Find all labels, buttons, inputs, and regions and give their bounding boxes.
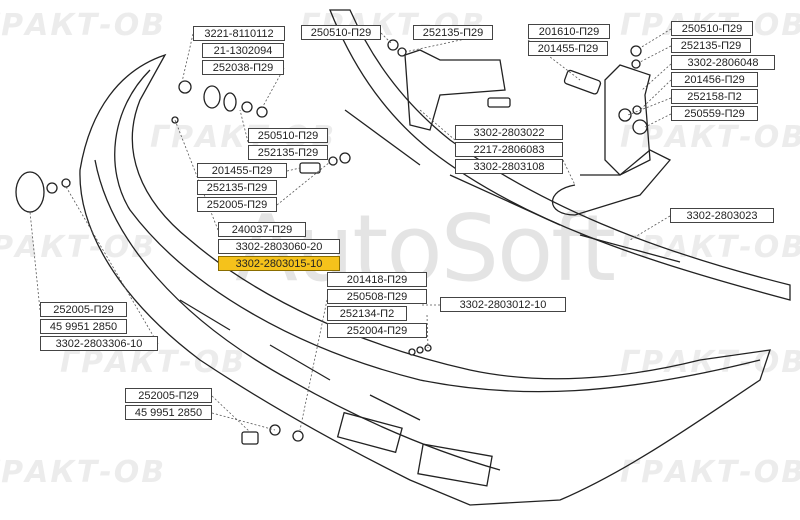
bumper-slot (179, 299, 421, 421)
part-label[interactable]: 3302-2803060-20 (218, 239, 340, 254)
part-label[interactable]: 250508-П29 (327, 289, 427, 304)
part-label[interactable]: 3221-8110112 (193, 26, 285, 41)
fog-light-opening (417, 443, 493, 487)
part-label[interactable]: 3302-2803022 (455, 125, 563, 140)
watermark: ГРАКТ-ОВ (0, 455, 167, 490)
part-label[interactable]: 201418-П29 (327, 272, 427, 287)
part-label[interactable]: 201610-П29 (528, 24, 610, 39)
part-label[interactable]: 250510-П29 (248, 128, 328, 143)
part-label[interactable]: 252005-П29 (197, 197, 277, 212)
watermark: ГРАКТ-ОВ (0, 230, 157, 265)
part-label[interactable]: 252135-П29 (197, 180, 277, 195)
part-label[interactable]: 3302-2803108 (455, 159, 563, 174)
bumper-top-edge (114, 69, 761, 393)
part-label[interactable]: 252158-П2 (671, 89, 758, 104)
part-label[interactable]: 201455-П29 (528, 41, 608, 56)
part-label[interactable]: 252135-П29 (413, 25, 493, 40)
part-label[interactable]: 252135-П29 (248, 145, 328, 160)
tow-bolt (563, 69, 602, 95)
reinforcement-bar (329, 9, 791, 301)
bumper-lower-edge (94, 159, 501, 471)
watermark: ГРАКТ-ОВ (0, 8, 167, 43)
part-label-selected[interactable]: 3302-2803015-10 (218, 256, 340, 271)
part-label[interactable]: 252005-П29 (40, 302, 127, 317)
part-label[interactable]: 250559-П29 (671, 106, 758, 121)
part-label[interactable]: 45 9951 2850 (125, 405, 212, 420)
mount-bracket (404, 49, 506, 131)
part-label[interactable]: 201456-П29 (671, 72, 758, 87)
tow-hook (551, 149, 672, 216)
watermark: ГРАКТ-ОВ (620, 120, 800, 155)
part-label[interactable]: 250510-П29 (301, 25, 381, 40)
part-label[interactable]: 252135-П29 (671, 38, 751, 53)
part-label[interactable]: 252004-П29 (327, 323, 427, 338)
watermark: ГРАКТ-ОВ (620, 455, 800, 490)
part-label[interactable]: 3302-2803023 (670, 208, 774, 223)
part-label[interactable]: 252005-П29 (125, 388, 212, 403)
part-label[interactable]: 3302-2803012-10 (440, 297, 566, 312)
part-label[interactable]: 252134-П2 (327, 306, 407, 321)
part-label[interactable]: 3302-2803306-10 (40, 336, 158, 351)
part-label[interactable]: 240037-П29 (218, 222, 306, 237)
part-label[interactable]: 2217-2806083 (455, 142, 563, 157)
part-label[interactable]: 252038-П29 (202, 60, 284, 75)
plate-opening (336, 411, 403, 454)
part-label[interactable]: 45 9951 2850 (40, 319, 127, 334)
part-label[interactable]: 21-1302094 (202, 43, 284, 58)
part-label[interactable]: 250510-П29 (671, 21, 753, 36)
leader-lines (29, 28, 672, 433)
part-label[interactable]: 201455-П29 (197, 163, 287, 178)
part-label[interactable]: 3302-2806048 (671, 55, 775, 70)
